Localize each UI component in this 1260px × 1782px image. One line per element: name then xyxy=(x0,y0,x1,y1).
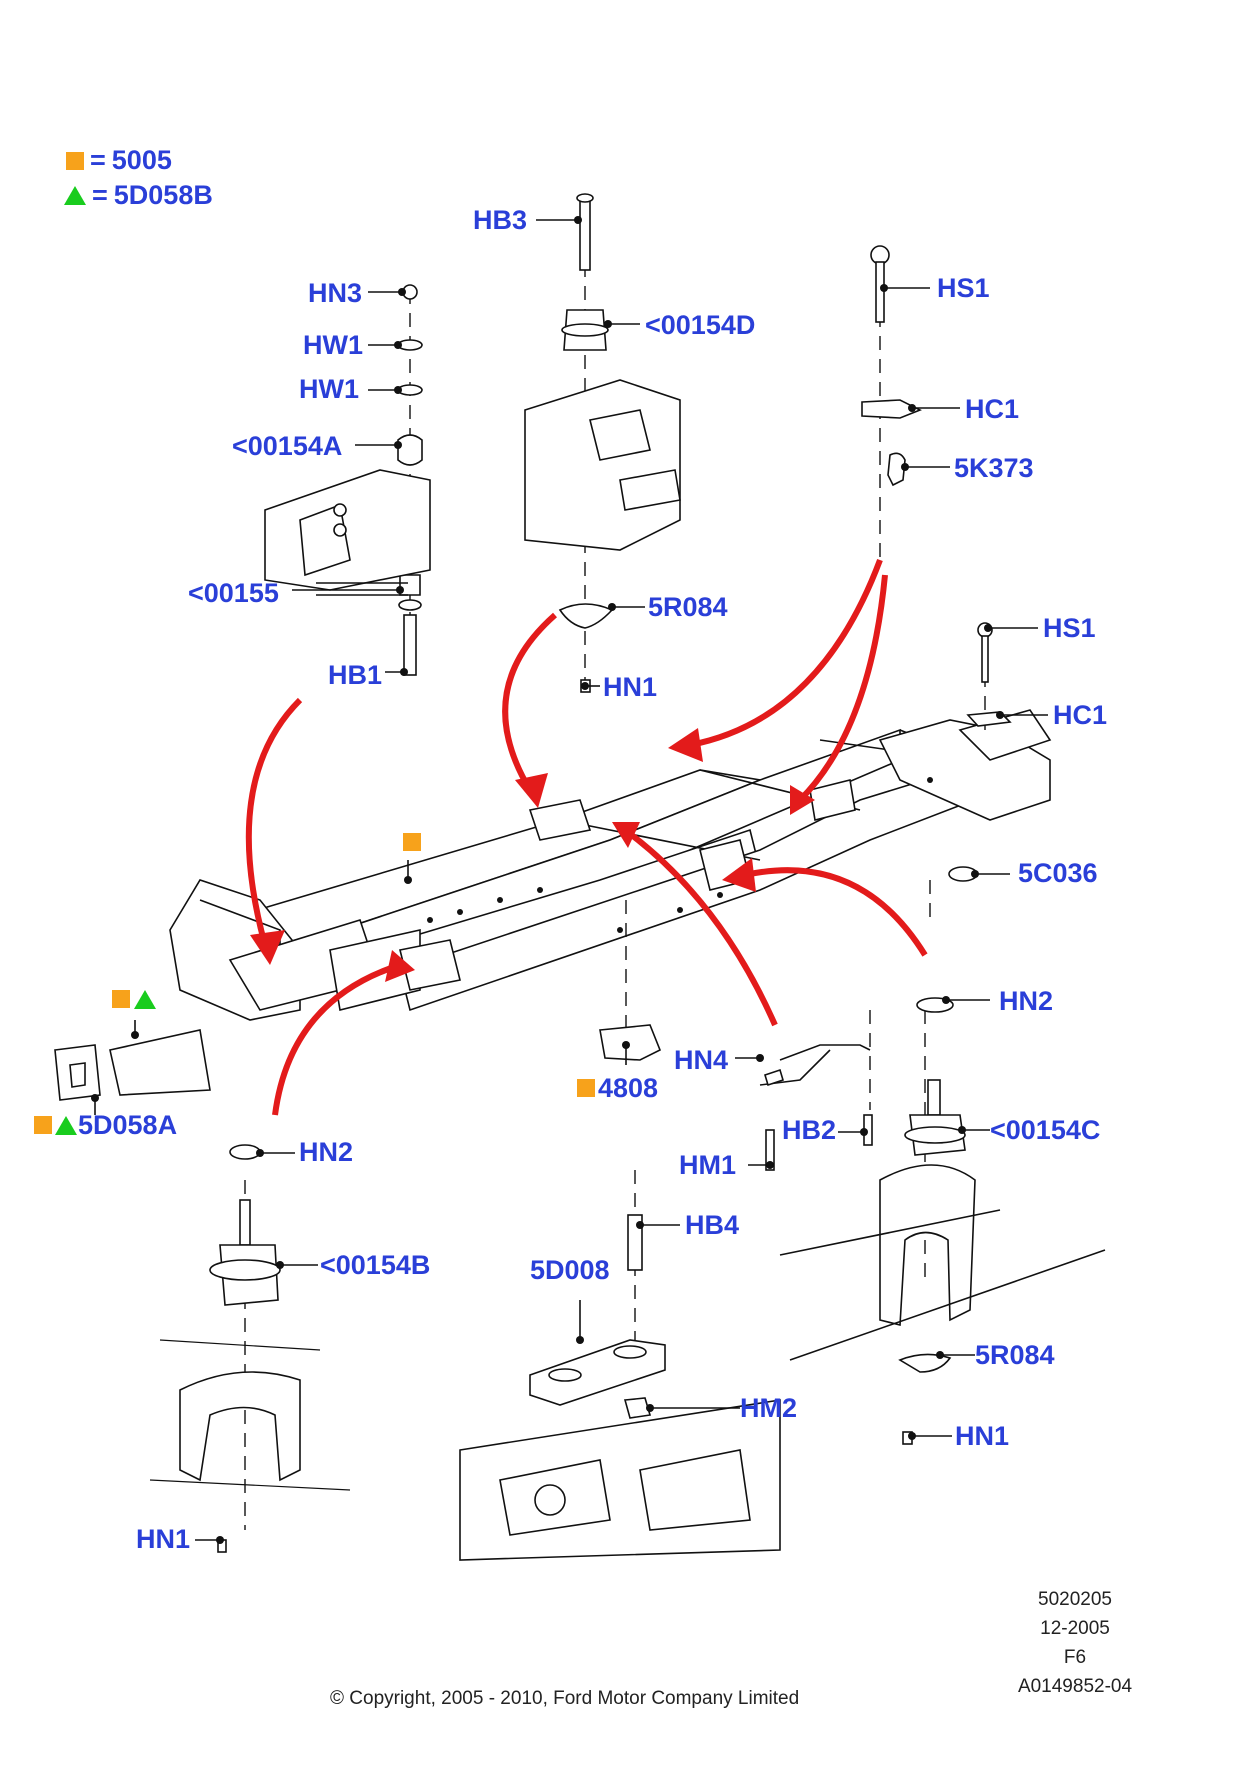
left-lower-mount xyxy=(149,1144,351,1553)
callout-hb3: HB3 xyxy=(473,205,528,235)
callout-hc1-upper: HC1 xyxy=(965,394,1020,424)
reference-line-2: 12-2005 xyxy=(1040,1618,1110,1639)
legend-square-row: = 5005 xyxy=(66,145,172,176)
legend-equals: = xyxy=(92,180,108,210)
reference-line-3: F6 xyxy=(1063,1647,1087,1668)
center-pad-4808 xyxy=(599,900,662,1061)
orange-square-icon xyxy=(34,1116,52,1134)
orange-square-icon xyxy=(577,1079,595,1097)
callout-hs1-right: HS1 xyxy=(1043,613,1096,643)
callout-hn1-upper: HN1 xyxy=(603,672,658,702)
drawing-reference: 5020205 12-2005 F6 A0149852-04 xyxy=(1000,1585,1150,1701)
legend-triangle-row: = 5D058B xyxy=(64,180,213,211)
green-triangle-icon xyxy=(64,186,86,205)
callout-5d008: 5D008 xyxy=(530,1255,610,1285)
reference-line-4: A0149852-04 xyxy=(1017,1676,1133,1697)
legend-triangle-code: 5D058B xyxy=(113,180,213,210)
legend-square-code: 5005 xyxy=(111,145,172,175)
callout-hm2: HM2 xyxy=(740,1393,798,1423)
callout-5c036: 5C036 xyxy=(1018,858,1098,888)
green-triangle-icon xyxy=(134,990,156,1009)
callout-4808: 4808 xyxy=(598,1073,659,1103)
bottom-center-mount xyxy=(459,1170,781,1561)
upper-right-mount-stack xyxy=(861,245,922,560)
vehicle-frame xyxy=(169,709,1052,1021)
callout-hn1-left: HN1 xyxy=(136,1524,191,1554)
callout-hb4: HB4 xyxy=(685,1210,740,1240)
callout-hb2: HB2 xyxy=(782,1115,837,1145)
orange-square-icon xyxy=(112,990,130,1008)
red-arrows xyxy=(245,558,928,1116)
callout-5r084-lower: 5R084 xyxy=(975,1340,1055,1370)
hose-assembly xyxy=(759,1010,873,1171)
orange-square-icon xyxy=(66,151,84,170)
orange-square-icon xyxy=(403,833,421,851)
callout-5r084-upper: 5R084 xyxy=(648,592,728,622)
callout-00154b: <00154B xyxy=(320,1250,431,1280)
callout-hn1-right: HN1 xyxy=(955,1421,1010,1451)
callout-hs1-upper: HS1 xyxy=(937,273,990,303)
green-triangle-icon xyxy=(55,1116,77,1135)
callout-hn2-left: HN2 xyxy=(299,1137,354,1167)
callout-5k373: 5K373 xyxy=(954,453,1034,483)
leader-lines xyxy=(91,216,1048,1544)
callout-00155: <00155 xyxy=(188,578,279,608)
front-bracket xyxy=(54,1029,211,1101)
reference-line-1: 5020205 xyxy=(1038,1589,1112,1610)
callout-hn3: HN3 xyxy=(308,278,363,308)
copyright-notice: © Copyright, 2005 - 2010, Ford Motor Com… xyxy=(330,1688,800,1709)
legend-equals: = xyxy=(90,145,106,175)
right-lower-mount xyxy=(779,997,1106,1445)
callout-00154d: <00154D xyxy=(645,310,756,340)
callout-00154a: <00154A xyxy=(232,431,343,461)
upper-middle-mount-stack xyxy=(524,193,681,693)
callout-hm1: HM1 xyxy=(679,1150,737,1180)
callout-hc1-right: HC1 xyxy=(1053,700,1108,730)
callout-hw1-lower: HW1 xyxy=(299,374,359,404)
upper-left-mount-stack xyxy=(264,284,431,680)
callout-hb1: HB1 xyxy=(328,660,383,690)
callout-00154c: <00154C xyxy=(990,1115,1101,1145)
callout-hn2-right: HN2 xyxy=(999,986,1054,1016)
callout-5d058a: 5D058A xyxy=(78,1110,178,1140)
callout-hw1-upper: HW1 xyxy=(303,330,363,360)
callout-hn4: HN4 xyxy=(674,1045,729,1075)
